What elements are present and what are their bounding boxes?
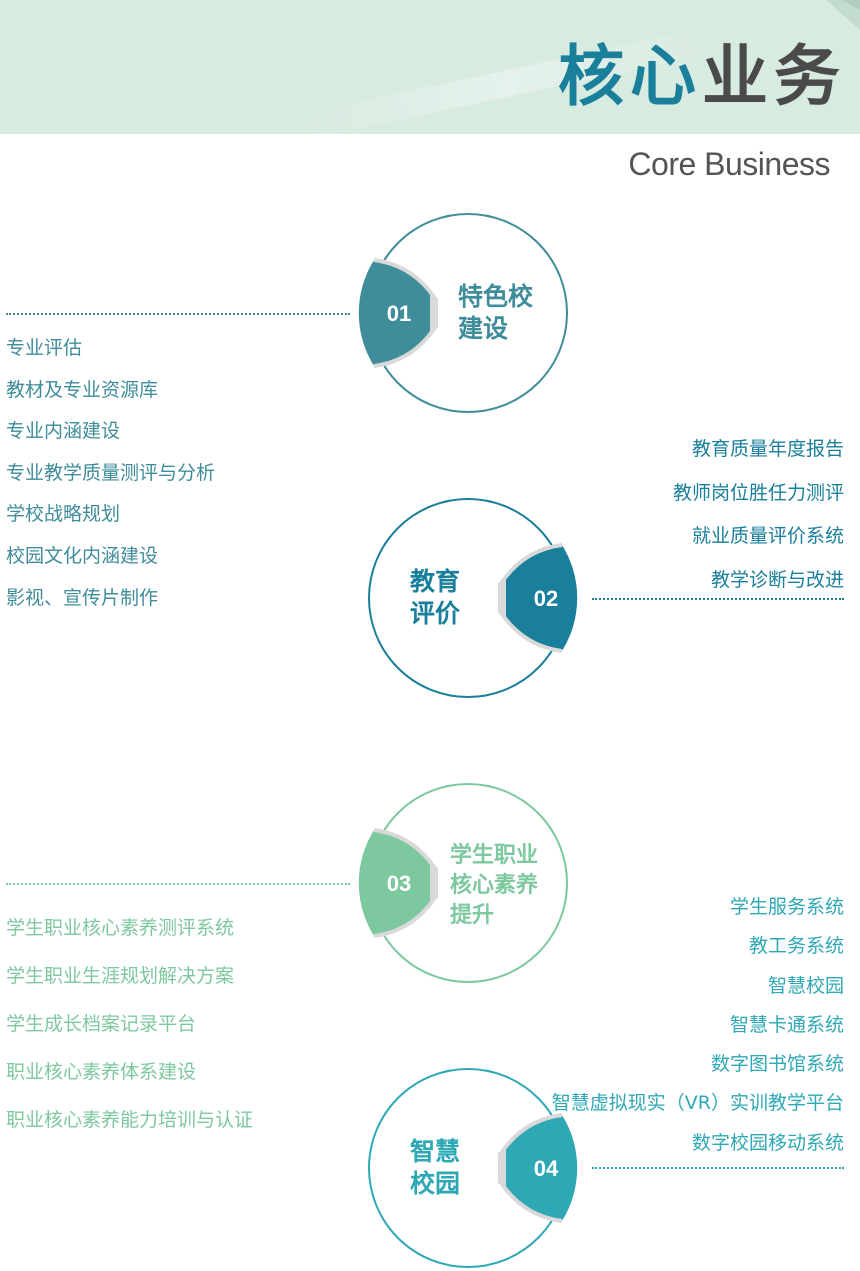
list-item: 学生成长档案记录平台	[6, 1013, 197, 1035]
section-03-title: 学生职业核心素养提升	[450, 843, 539, 928]
list-item: 数字校园移动系统	[691, 1131, 844, 1154]
list-item: 智慧虚拟现实（VR）实训教学平台	[551, 1092, 844, 1115]
section-02-ring	[368, 498, 578, 698]
section-03-circle: 03 学生职业核心素养提升	[358, 783, 568, 983]
section-01-number: 01	[386, 301, 412, 326]
list-item: 专业内涵建设	[6, 420, 121, 443]
list-item: 学校战略规划	[6, 503, 121, 526]
section-04-number: 04	[533, 1156, 559, 1181]
page-title: 核心业务	[558, 38, 846, 115]
section-02-connector	[592, 598, 844, 600]
section-04-connector	[592, 1167, 844, 1169]
section-03-connector	[6, 883, 350, 885]
list-item: 专业教学质量测评与分析	[6, 461, 216, 484]
section-01-circle: 01 特色校建设	[358, 213, 568, 413]
section-03-ring	[358, 783, 568, 983]
section-04-list: 学生服务系统 教工务系统 智慧校园 智慧卡通系统 数字图书馆系统 智慧虚拟现实（…	[552, 888, 844, 1163]
list-item: 智慧校园	[767, 974, 844, 997]
list-item: 专业评估	[6, 337, 83, 359]
header-banner: 核心业务	[0, 0, 860, 134]
list-item: 职业核心素养体系建设	[6, 1061, 197, 1083]
section-01-list: 专业评估 教材及专业资源库 专业内涵建设 专业教学质量测评与分析 学校战略规划 …	[6, 328, 215, 619]
list-item: 学生服务系统	[729, 896, 844, 918]
list-item: 教工务系统	[748, 935, 844, 958]
list-item: 智慧卡通系统	[729, 1013, 844, 1036]
section-02-circle: 02 教育评价	[368, 498, 578, 698]
list-item: 数字图书馆系统	[710, 1053, 844, 1076]
section-04-title: 智慧校园	[410, 1137, 461, 1198]
list-item: 教育质量年度报告	[691, 438, 844, 460]
page-subtitle: Core Business	[628, 146, 830, 182]
section-02-title: 教育评价	[410, 567, 461, 628]
section-02-list: 教育质量年度报告 教师岗位胜任力测评 就业质量评价系统 教学诊断与改进	[673, 428, 844, 602]
section-02-number: 02	[533, 586, 559, 611]
list-item: 影视、宣传片制作	[6, 586, 159, 609]
section-04-circle: 04 智慧校园	[368, 1068, 578, 1268]
section-01-connector	[6, 313, 350, 315]
section-03-list: 学生职业核心素养测评系统 学生职业生涯规划解决方案 学生成长档案记录平台 职业核…	[6, 904, 253, 1144]
list-item: 教材及专业资源库	[6, 378, 159, 401]
section-01-ring	[358, 213, 568, 413]
corner-fold-icon	[826, 0, 860, 30]
list-item: 校园文化内涵建设	[6, 544, 159, 567]
list-item: 职业核心素养能力培训与认证	[6, 1109, 254, 1131]
list-item: 教师岗位胜任力测评	[672, 481, 844, 504]
section-04-ring	[368, 1068, 578, 1268]
list-item: 学生职业核心素养测评系统	[6, 917, 235, 939]
section-03-number: 03	[386, 871, 412, 896]
section-01-title: 特色校建设	[458, 282, 534, 343]
list-item: 教学诊断与改进	[710, 568, 844, 591]
list-item: 就业质量评价系统	[691, 525, 844, 547]
list-item: 学生职业生涯规划解决方案	[6, 965, 235, 987]
